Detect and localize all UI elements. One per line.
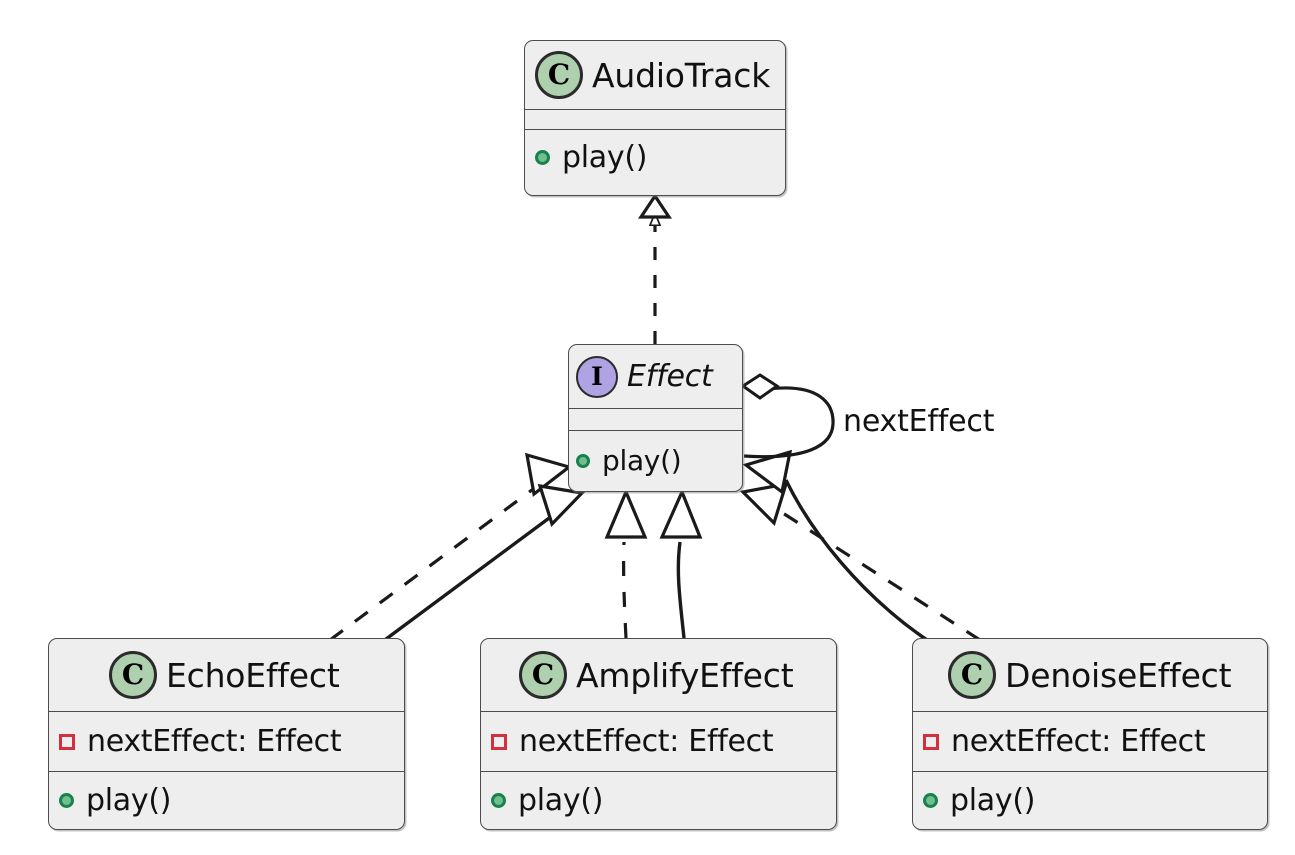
class-header-audiotrack: C AudioTrack — [525, 41, 785, 109]
operation-label: play() — [518, 783, 604, 818]
operation-label: play() — [602, 444, 682, 477]
class-icon: C — [109, 651, 157, 699]
edge-effect-to-audiotrack — [638, 192, 672, 344]
class-name-amplifyeffect: AmplifyEffect — [576, 655, 794, 695]
private-field-icon — [923, 733, 939, 750]
attribute-label: nextEffect: Effect — [519, 724, 774, 759]
operations-compartment-denoiseeffect: play() — [913, 771, 1267, 829]
class-name-denoiseeffect: DenoiseEffect — [1005, 655, 1232, 695]
interface-name-effect: Effect — [627, 359, 713, 394]
attribute-label: nextEffect: Effect — [951, 724, 1206, 759]
class-icon: C — [535, 51, 583, 99]
interface-box-effect[interactable]: I Effect play() — [568, 344, 743, 492]
attributes-compartment-effect — [569, 408, 742, 430]
attribute-row[interactable]: nextEffect: Effect — [59, 724, 342, 759]
interface-header-effect: I Effect — [569, 345, 742, 408]
attributes-compartment-denoiseeffect: nextEffect: Effect — [913, 711, 1267, 771]
class-header-denoiseeffect: C DenoiseEffect — [913, 639, 1267, 711]
edge-echo-extends-effect — [380, 483, 586, 644]
class-icon: C — [519, 651, 567, 699]
class-box-audiotrack[interactable]: C AudioTrack play() — [524, 40, 786, 196]
public-operation-icon — [491, 793, 506, 808]
class-header-amplifyeffect: C AmplifyEffect — [481, 639, 836, 711]
public-operation-icon — [59, 793, 74, 808]
edge-amplify-realizes-effect — [604, 487, 648, 639]
attribute-label: nextEffect: Effect — [87, 724, 342, 759]
attribute-row[interactable]: nextEffect: Effect — [491, 724, 774, 759]
class-name-echoeffect: EchoEffect — [166, 655, 340, 695]
operation-label: play() — [562, 140, 648, 175]
edge-echo-realizes-effect — [329, 452, 573, 642]
public-operation-icon — [923, 793, 938, 808]
class-header-echoeffect: C EchoEffect — [49, 639, 404, 711]
operation-row[interactable]: play() — [535, 140, 647, 175]
operation-row[interactable]: play() — [59, 783, 171, 818]
operation-row[interactable]: play() — [923, 783, 1035, 818]
private-field-icon — [59, 733, 75, 750]
operation-label: play() — [86, 783, 172, 818]
edge-amplify-extends-effect — [659, 487, 703, 639]
class-box-amplifyeffect[interactable]: C AmplifyEffect nextEffect: Effect play(… — [480, 638, 837, 830]
attributes-compartment-amplifyeffect: nextEffect: Effect — [481, 711, 836, 771]
edge-denoise-extends-effect — [742, 449, 931, 644]
operation-label: play() — [950, 783, 1036, 818]
class-icon: C — [948, 651, 996, 699]
attribute-row[interactable]: nextEffect: Effect — [923, 724, 1206, 759]
interface-icon: I — [576, 355, 618, 398]
operation-row[interactable]: play() — [491, 783, 603, 818]
class-box-denoiseeffect[interactable]: C DenoiseEffect nextEffect: Effect play(… — [912, 638, 1268, 830]
public-operation-icon — [576, 453, 590, 468]
class-name-audiotrack: AudioTrack — [592, 55, 771, 95]
attributes-compartment-audiotrack — [525, 109, 785, 129]
attributes-compartment-echoeffect: nextEffect: Effect — [49, 711, 404, 771]
operation-row[interactable]: play() — [576, 444, 682, 477]
edge-effect-self-aggregation — [740, 373, 835, 459]
operations-compartment-audiotrack: play() — [525, 129, 785, 185]
edge-denoise-realizes-effect — [739, 481, 981, 642]
operations-compartment-echoeffect: play() — [49, 771, 404, 829]
operations-compartment-amplifyeffect: play() — [481, 771, 836, 829]
private-field-icon — [491, 733, 507, 750]
class-box-echoeffect[interactable]: C EchoEffect nextEffect: Effect play() — [48, 638, 405, 830]
public-operation-icon — [535, 150, 550, 165]
operations-compartment-effect: play() — [569, 430, 742, 490]
association-label-next-effect: nextEffect — [843, 404, 995, 439]
